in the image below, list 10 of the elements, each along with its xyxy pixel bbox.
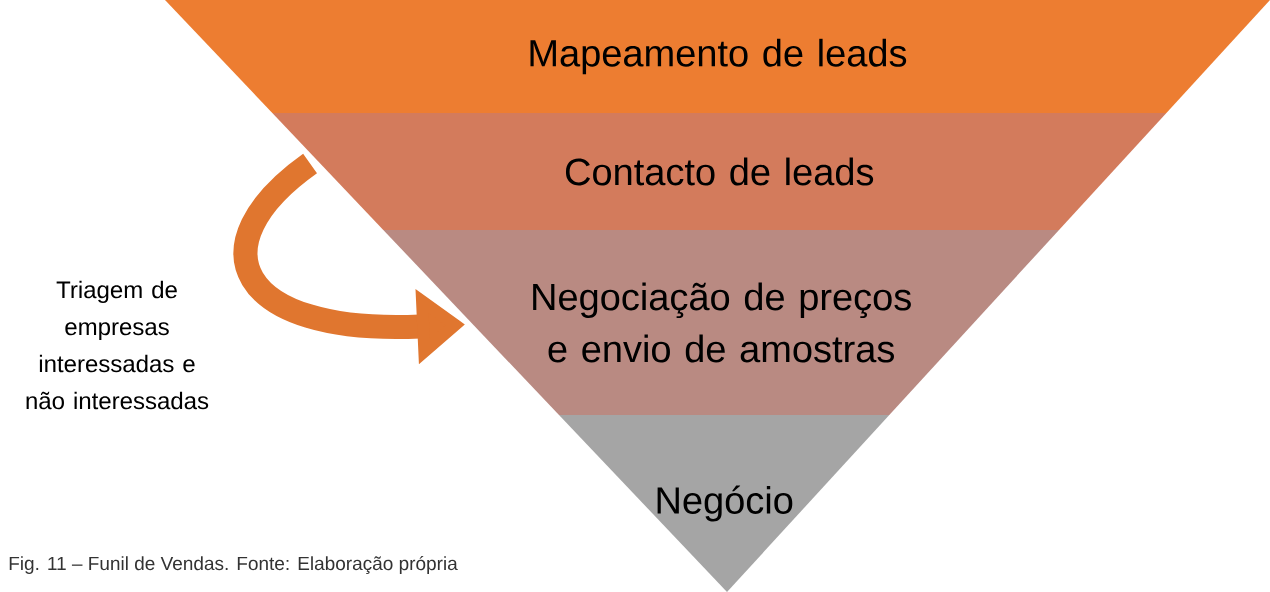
- band-label: Negociação de preços e envio de amostras: [533, 282, 911, 363]
- funnel-band: [165, 0, 1270, 113]
- band-label: Contacto de leads: [565, 157, 874, 186]
- funnel-band: [383, 230, 1059, 415]
- caption: Fig. 11 – Funil de Vendas. Fonte: Elaboração própria: [9, 556, 458, 574]
- band-label: Negócio: [657, 485, 793, 522]
- funnel-tip: [559, 415, 890, 592]
- funnel-band: [272, 113, 1167, 230]
- edge-label: Triagem de empresas interessadas e não interessadas: [26, 280, 209, 410]
- band-label: Mapeamento de leads: [530, 38, 907, 75]
